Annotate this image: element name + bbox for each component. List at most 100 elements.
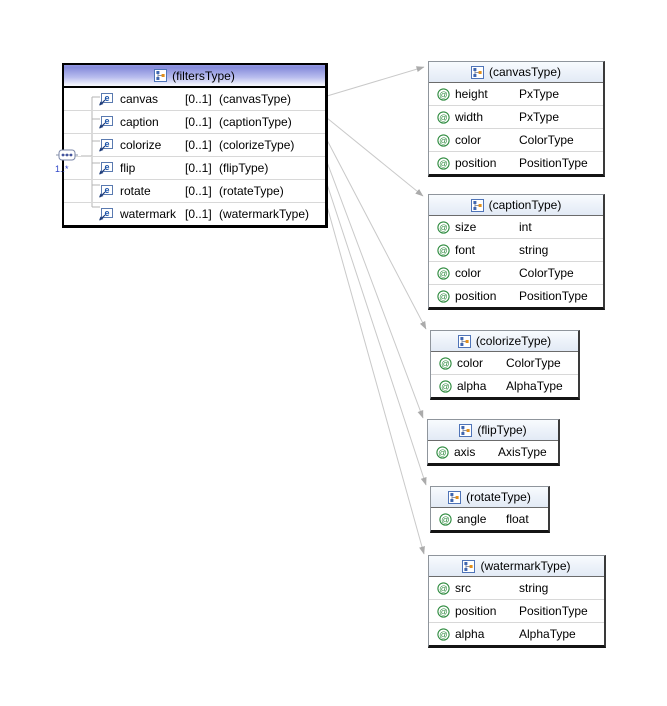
attribute-type: PositionType [519, 289, 588, 303]
watermark-type-header[interactable]: (watermarkType) [429, 556, 604, 577]
attribute-name: angle [457, 512, 487, 526]
canvas-type-title: (canvasType) [488, 65, 562, 79]
attribute-icon: @ [437, 133, 450, 147]
element-type-ref: (canvasType) [219, 92, 292, 106]
attribute-row[interactable]: @ src string [429, 577, 604, 600]
attribute-name: color [455, 133, 482, 147]
attribute-row[interactable]: @ font string [429, 239, 603, 262]
attribute-icon: @ [437, 87, 450, 101]
svg-text:@: @ [439, 158, 448, 168]
svg-text:@: @ [441, 514, 450, 524]
attribute-row[interactable]: @ width PxType [429, 106, 603, 129]
element-icon: e [99, 92, 113, 105]
attribute-type: string [519, 243, 549, 257]
svg-text:@: @ [441, 381, 450, 391]
attribute-icon: @ [437, 581, 450, 595]
attribute-row[interactable]: @ color ColorType [429, 262, 603, 285]
caption-type-box[interactable]: (captionType) @ size int @ font string @… [428, 194, 605, 310]
attribute-name: color [457, 356, 484, 370]
attribute-row[interactable]: @ color ColorType [429, 129, 603, 152]
canvas-type-box[interactable]: (canvasType) @ height PxType @ width PxT… [428, 61, 605, 177]
filters-type-box[interactable]: (filtersType) 1..* e [55, 63, 328, 228]
flip-type-box[interactable]: (flipType) @ axis AxisType [427, 419, 560, 466]
element-row-watermark[interactable]: e watermark [0..1] (watermarkType) [64, 203, 325, 225]
sequence-icon [56, 149, 78, 161]
svg-text:@: @ [439, 135, 448, 145]
attribute-row[interactable]: @ angle float [431, 508, 548, 530]
attribute-row[interactable]: @ position PositionType [429, 600, 604, 623]
sequence-compositor[interactable]: 1..* [54, 148, 80, 174]
canvas-type-header[interactable]: (canvasType) [429, 62, 603, 83]
element-type-ref: (captionType) [219, 115, 292, 129]
svg-text:e: e [104, 93, 109, 103]
element-cardinality: [0..1] [185, 207, 212, 221]
attribute-name: height [455, 87, 488, 101]
attribute-row[interactable]: @ alpha AlphaType [431, 375, 578, 397]
attribute-icon: @ [437, 604, 450, 618]
caption-type-header[interactable]: (captionType) [429, 195, 603, 216]
complex-type-icon [459, 423, 473, 437]
attribute-icon: @ [439, 512, 452, 526]
element-row-rotate[interactable]: e rotate [0..1] (rotateType) [64, 180, 325, 203]
rotate-type-title: (rotateType) [466, 490, 531, 504]
element-type-ref: (colorizeType) [219, 138, 295, 152]
colorize-type-header[interactable]: (colorizeType) [431, 331, 578, 352]
attribute-row[interactable]: @ position PositionType [429, 152, 603, 174]
element-row-caption[interactable]: e caption [0..1] (captionType) [64, 111, 325, 134]
element-row-flip[interactable]: e flip [0..1] (flipType) [64, 157, 325, 180]
attribute-type: AxisType [498, 445, 547, 459]
element-icon: e [99, 115, 113, 128]
complex-type-icon [470, 65, 484, 79]
attribute-row[interactable]: @ position PositionType [429, 285, 603, 307]
attribute-icon: @ [437, 243, 450, 257]
attribute-icon: @ [437, 110, 450, 124]
attribute-row[interactable]: @ size int [429, 216, 603, 239]
filters-type-header[interactable]: (filtersType) [64, 65, 325, 88]
element-row-canvas[interactable]: e canvas [0..1] (canvasType) [64, 88, 325, 111]
watermark-type-title: (watermarkType) [480, 559, 571, 573]
element-type-ref: (watermarkType) [219, 207, 310, 221]
complex-type-icon [154, 69, 168, 82]
attribute-name: font [455, 243, 476, 257]
svg-text:@: @ [439, 606, 448, 616]
attribute-icon: @ [439, 379, 452, 393]
attribute-type: int [519, 220, 532, 234]
attribute-row[interactable]: @ alpha AlphaType [429, 623, 604, 645]
flip-type-header[interactable]: (flipType) [428, 420, 558, 441]
colorize-type-box[interactable]: (colorizeType) @ color ColorType @ alpha… [430, 330, 580, 400]
attribute-type: PositionType [519, 604, 588, 618]
rotate-type-box[interactable]: (rotateType) @ angle float [430, 486, 550, 533]
attribute-icon: @ [437, 156, 450, 170]
svg-text:e: e [104, 162, 109, 172]
svg-text:e: e [104, 185, 109, 195]
attribute-name: color [455, 266, 482, 280]
svg-text:@: @ [439, 291, 448, 301]
element-icon: e [99, 184, 113, 197]
element-cardinality: [0..1] [185, 184, 212, 198]
attribute-type: ColorType [519, 133, 574, 147]
attribute-name: position [455, 604, 497, 618]
attribute-name: alpha [457, 379, 487, 393]
attribute-row[interactable]: @ color ColorType [431, 352, 578, 375]
attribute-type: PositionType [519, 156, 588, 170]
rotate-type-header[interactable]: (rotateType) [431, 487, 548, 508]
attribute-row[interactable]: @ axis AxisType [428, 441, 558, 463]
colorize-type-title: (colorizeType) [475, 334, 552, 348]
element-row-colorize[interactable]: e colorize [0..1] (colorizeType) [64, 134, 325, 157]
svg-text:@: @ [439, 222, 448, 232]
element-name: flip [120, 161, 136, 175]
element-icon: e [99, 207, 113, 220]
attribute-name: axis [454, 445, 476, 459]
complex-type-icon [470, 198, 484, 212]
watermark-type-box[interactable]: (watermarkType) @ src string @ position … [428, 555, 606, 648]
attribute-row[interactable]: @ height PxType [429, 83, 603, 106]
caption-type-title: (captionType) [488, 198, 562, 212]
compositor-cardinality: 1..* [55, 164, 69, 174]
element-type-ref: (flipType) [219, 161, 269, 175]
attribute-name: size [455, 220, 477, 234]
svg-text:@: @ [439, 89, 448, 99]
svg-text:e: e [104, 116, 109, 126]
svg-text:@: @ [439, 245, 448, 255]
element-icon: e [99, 161, 113, 174]
element-cardinality: [0..1] [185, 92, 212, 106]
